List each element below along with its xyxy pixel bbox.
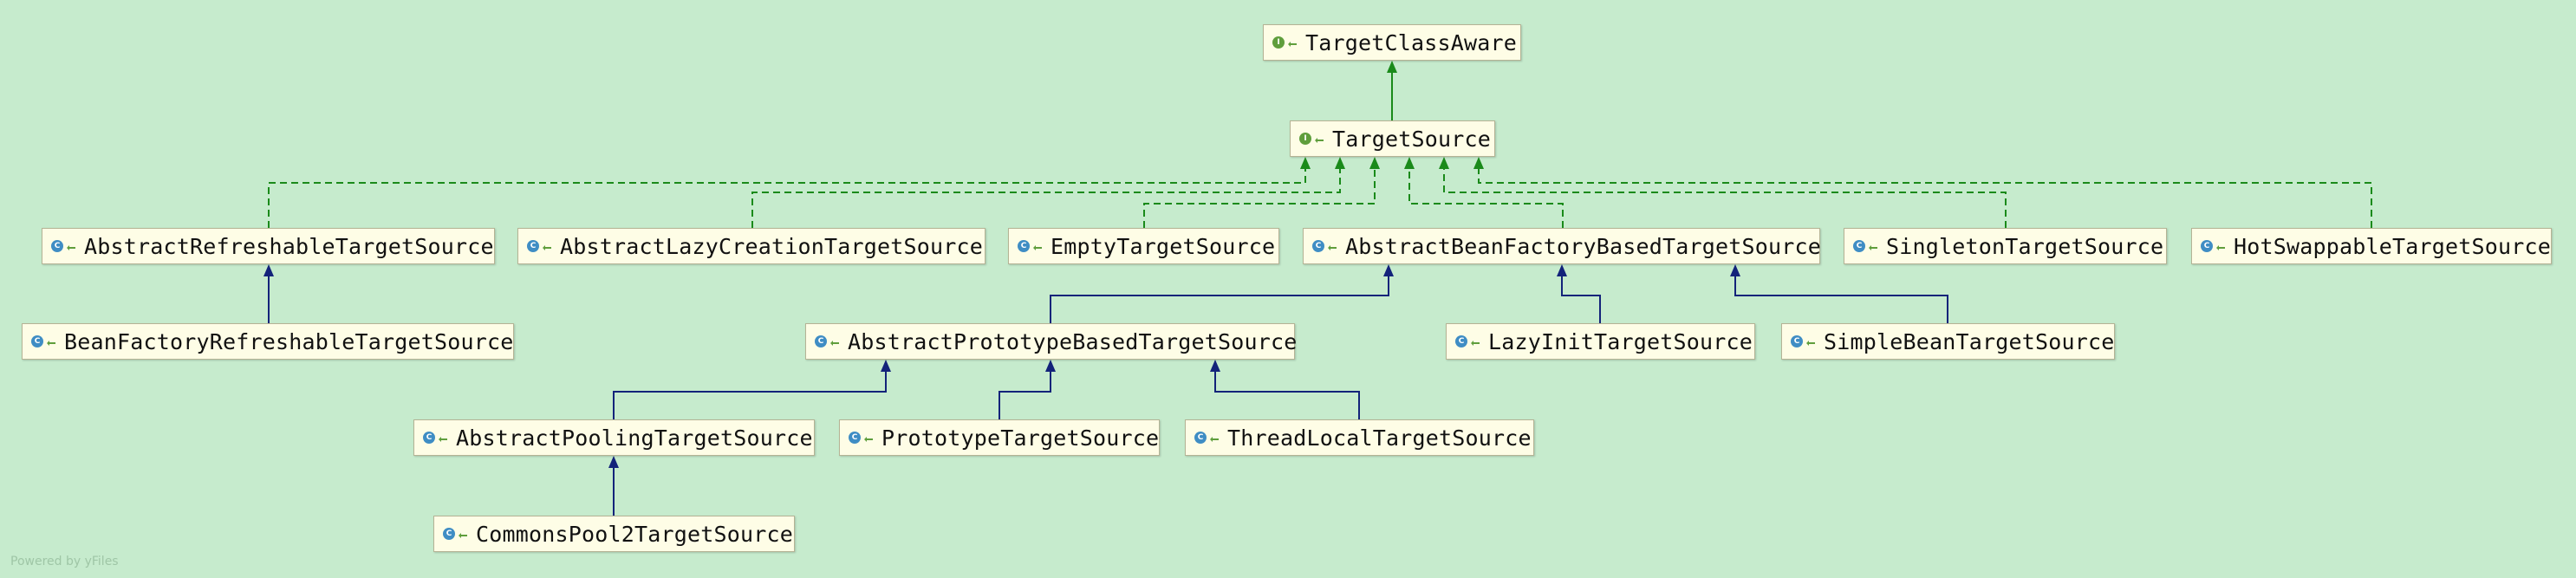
edge-hotswappabletarget-to-targetsource: [1478, 169, 2372, 228]
edge-threadlocaltarget-to-abstractprototype: [1214, 372, 1360, 419]
interface-icon: I: [1272, 36, 1285, 49]
public-access-icon: [1328, 245, 1337, 250]
class-icon: C: [815, 335, 827, 347]
node-targetsource[interactable]: I TargetSource: [1290, 120, 1495, 157]
public-access-icon: [1869, 245, 1877, 250]
arrow-head: [1369, 157, 1380, 169]
public-access-icon: [1315, 138, 1324, 143]
public-access-icon: [1210, 437, 1219, 442]
class-icon: C: [527, 240, 539, 252]
node-abstractpooling[interactable]: C AbstractPoolingTargetSource: [413, 419, 815, 456]
node-lazyinittarget[interactable]: C LazyInitTargetSource: [1446, 323, 1755, 360]
arrow-head: [1300, 157, 1311, 169]
public-access-icon: [1288, 42, 1297, 47]
edge-abstractlazycreation-to-targetsource: [751, 169, 1341, 228]
public-access-icon: [67, 245, 75, 250]
node-label: AbstractPrototypeBasedTargetSource: [848, 328, 1298, 354]
node-targetclassaware[interactable]: I TargetClassAware: [1263, 24, 1521, 61]
public-access-icon: [459, 533, 467, 538]
public-access-icon: [1033, 245, 1042, 250]
arrow-head: [1557, 264, 1567, 276]
class-icon: C: [31, 335, 43, 347]
edge-abstractpooling-to-abstractprototype: [613, 372, 887, 419]
node-abstractprototype[interactable]: C AbstractPrototypeBasedTargetSource: [805, 323, 1298, 360]
edge-abstractbeanfactory-to-targetsource: [1408, 169, 1564, 228]
node-label: BeanFactoryRefreshableTargetSource: [64, 328, 514, 354]
interface-icon: I: [1299, 133, 1311, 145]
node-label: EmptyTargetSource: [1051, 233, 1276, 259]
public-access-icon: [864, 437, 873, 442]
class-icon: C: [1018, 240, 1030, 252]
node-hotswappabletarget[interactable]: C HotSwappableTargetSource: [2191, 228, 2552, 264]
class-icon: C: [1455, 335, 1467, 347]
class-icon: C: [2201, 240, 2213, 252]
public-access-icon: [47, 341, 55, 346]
class-icon: C: [423, 432, 435, 444]
node-abstractrefreshable[interactable]: C AbstractRefreshableTargetSource: [42, 228, 495, 264]
node-label: LazyInitTargetSource: [1488, 328, 1753, 354]
edge-abstractprototype-to-abstractbeanfactory: [1050, 276, 1389, 323]
node-simplebeantarget[interactable]: C SimpleBeanTargetSource: [1781, 323, 2115, 360]
node-label: SingletonTargetSource: [1886, 233, 2164, 259]
arrow-head: [1404, 157, 1415, 169]
public-access-icon: [830, 341, 839, 346]
node-emptytarget[interactable]: C EmptyTargetSource: [1008, 228, 1279, 264]
arrow-head: [608, 456, 619, 468]
public-access-icon: [1806, 341, 1815, 346]
class-icon: C: [1791, 335, 1803, 347]
edge-singletontarget-to-targetsource: [1443, 169, 2007, 228]
node-label: AbstractRefreshableTargetSource: [84, 233, 494, 259]
node-beanfactoryrefreshable[interactable]: C BeanFactoryRefreshableTargetSource: [22, 323, 514, 360]
node-commonspool2target[interactable]: C CommonsPool2TargetSource: [433, 516, 795, 552]
node-label: PrototypeTargetSource: [881, 425, 1160, 451]
edge-lazyinittarget-to-abstractbeanfactory: [1561, 276, 1601, 323]
arrow-head: [881, 360, 891, 372]
arrow-head: [263, 264, 274, 276]
arrow-head: [1439, 157, 1449, 169]
edge-emptytarget-to-targetsource: [1143, 169, 1376, 228]
node-label: TargetClassAware: [1305, 29, 1518, 55]
public-access-icon: [543, 245, 551, 250]
class-icon: C: [1312, 240, 1324, 252]
node-abstractlazycreation[interactable]: C AbstractLazyCreationTargetSource: [517, 228, 986, 264]
node-singletontarget[interactable]: C SingletonTargetSource: [1844, 228, 2167, 264]
arrow-head: [1730, 264, 1740, 276]
node-threadlocaltarget[interactable]: C ThreadLocalTargetSource: [1185, 419, 1534, 456]
public-access-icon: [2216, 245, 2225, 250]
edge-prototypetarget-to-abstractprototype: [999, 372, 1051, 419]
arrow-head: [1210, 360, 1220, 372]
node-label: SimpleBeanTargetSource: [1824, 328, 2115, 354]
node-label: AbstractPoolingTargetSource: [456, 425, 813, 451]
arrow-head: [1335, 157, 1345, 169]
class-icon: C: [1194, 432, 1207, 444]
node-label: AbstractLazyCreationTargetSource: [560, 233, 984, 259]
node-label: TargetSource: [1332, 126, 1492, 152]
class-icon: C: [443, 528, 455, 540]
class-icon: C: [51, 240, 63, 252]
public-access-icon: [1471, 341, 1480, 346]
node-label: AbstractBeanFactoryBasedTargetSource: [1345, 233, 1822, 259]
arrow-head: [1045, 360, 1056, 372]
edge-simplebeantarget-to-abstractbeanfactory: [1734, 276, 1948, 323]
node-label: CommonsPool2TargetSource: [476, 521, 794, 547]
class-icon: C: [849, 432, 861, 444]
arrow-head: [1387, 61, 1397, 73]
node-abstractbeanfactory[interactable]: C AbstractBeanFactoryBasedTargetSource: [1303, 228, 1822, 264]
edge-abstractrefreshable-to-targetsource: [268, 169, 1306, 228]
powered-by-watermark: Powered by yFiles: [10, 555, 119, 568]
node-label: HotSwappableTargetSource: [2234, 233, 2552, 259]
class-icon: C: [1853, 240, 1865, 252]
arrow-head: [1383, 264, 1394, 276]
arrow-head: [1473, 157, 1484, 169]
node-prototypetarget[interactable]: C PrototypeTargetSource: [839, 419, 1160, 456]
node-label: ThreadLocalTargetSource: [1227, 425, 1532, 451]
public-access-icon: [439, 437, 447, 442]
